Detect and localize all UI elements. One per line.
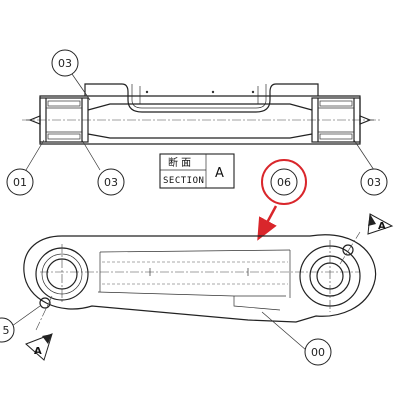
balloon-bottom-right: 00 [261, 311, 332, 366]
section-arrow-lower-left-label: A [34, 346, 42, 357]
section-kanji: 断 面 [168, 156, 191, 169]
balloon-bottom-right-label: 00 [311, 346, 325, 359]
left-bushing [26, 97, 89, 143]
frame-inner-edge [131, 84, 267, 109]
balloon-top-left: 03 [51, 49, 79, 77]
body-top-edge [99, 249, 291, 253]
balloon-left-label: 01 [13, 176, 27, 189]
bottom-elevation-view [23, 231, 377, 331]
section-arrow-upper-right: A [367, 213, 394, 235]
left-oil-hole [39, 297, 51, 309]
balloon-middle: 03 [97, 168, 125, 196]
red-highlight-circle [261, 159, 307, 205]
balloon-middle-label: 03 [104, 176, 118, 189]
section-word: SECTION [163, 176, 204, 186]
section-arrow-lower-left: A [25, 333, 53, 361]
balloon-right: 03 [360, 168, 388, 196]
highlight-callout: 06 [257, 159, 307, 241]
section-cut-left [35, 295, 53, 331]
rod-body-outline [23, 234, 377, 323]
balloon-bottom-left: 5 [0, 305, 41, 343]
body-bottom-edge [97, 291, 286, 297]
rod-upper-edge [87, 103, 313, 111]
balloon-bottom-left-label: 5 [3, 324, 10, 337]
right-bushing [311, 97, 374, 143]
section-arrow-upper-right-label: A [378, 221, 386, 232]
balloon-right-label: 03 [367, 176, 381, 189]
balloon-highlight-label: 06 [277, 176, 291, 189]
red-pointer-arrow [257, 205, 278, 241]
rod-lower-edge [87, 133, 313, 139]
top-section-view [22, 83, 380, 145]
section-cut-right [339, 231, 361, 265]
section-label-box: 断 面 SECTION A [159, 153, 235, 189]
right-eye [299, 240, 361, 312]
balloon-left: 01 [6, 168, 34, 196]
frame-outline [84, 83, 319, 113]
body-step [233, 296, 281, 311]
left-eye [35, 244, 89, 309]
right-oil-hole [342, 244, 354, 256]
top-leaders [25, 73, 375, 171]
section-letter: A [215, 166, 224, 181]
balloon-top-left-label: 03 [58, 57, 72, 70]
